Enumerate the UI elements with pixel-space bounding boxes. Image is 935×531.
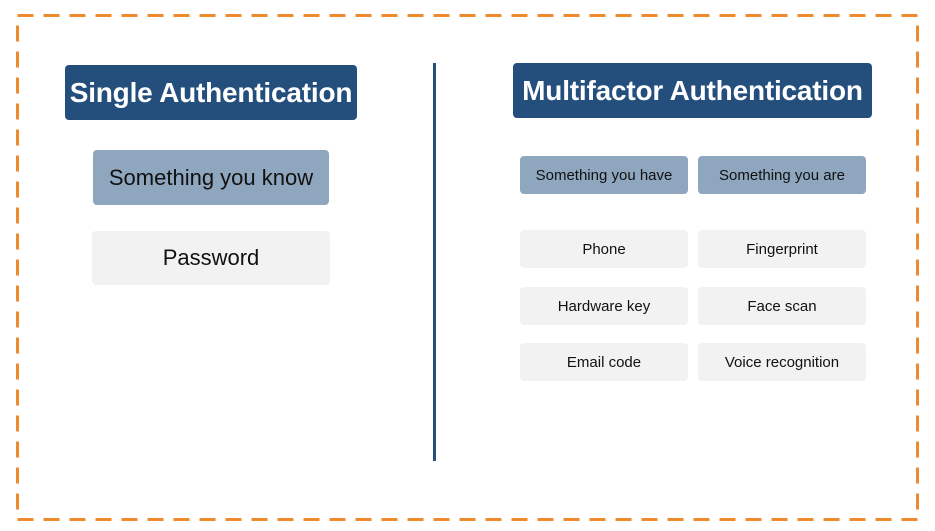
phone-item: Phone [520, 230, 688, 268]
dashed-border [16, 14, 919, 521]
something-you-are-category: Something you are [698, 156, 866, 194]
fingerprint-item: Fingerprint [698, 230, 866, 268]
multifactor-auth-title: Multifactor Authentication [513, 63, 872, 118]
dashed-frame [16, 14, 919, 521]
single-auth-title: Single Authentication [65, 65, 357, 120]
face-scan-item: Face scan [698, 287, 866, 325]
password-item: Password [92, 231, 330, 285]
hardware-key-item: Hardware key [520, 287, 688, 325]
something-you-know-category: Something you know [93, 150, 329, 205]
voice-recognition-item: Voice recognition [698, 343, 866, 381]
something-you-have-category: Something you have [520, 156, 688, 194]
email-code-item: Email code [520, 343, 688, 381]
center-divider [433, 63, 436, 461]
